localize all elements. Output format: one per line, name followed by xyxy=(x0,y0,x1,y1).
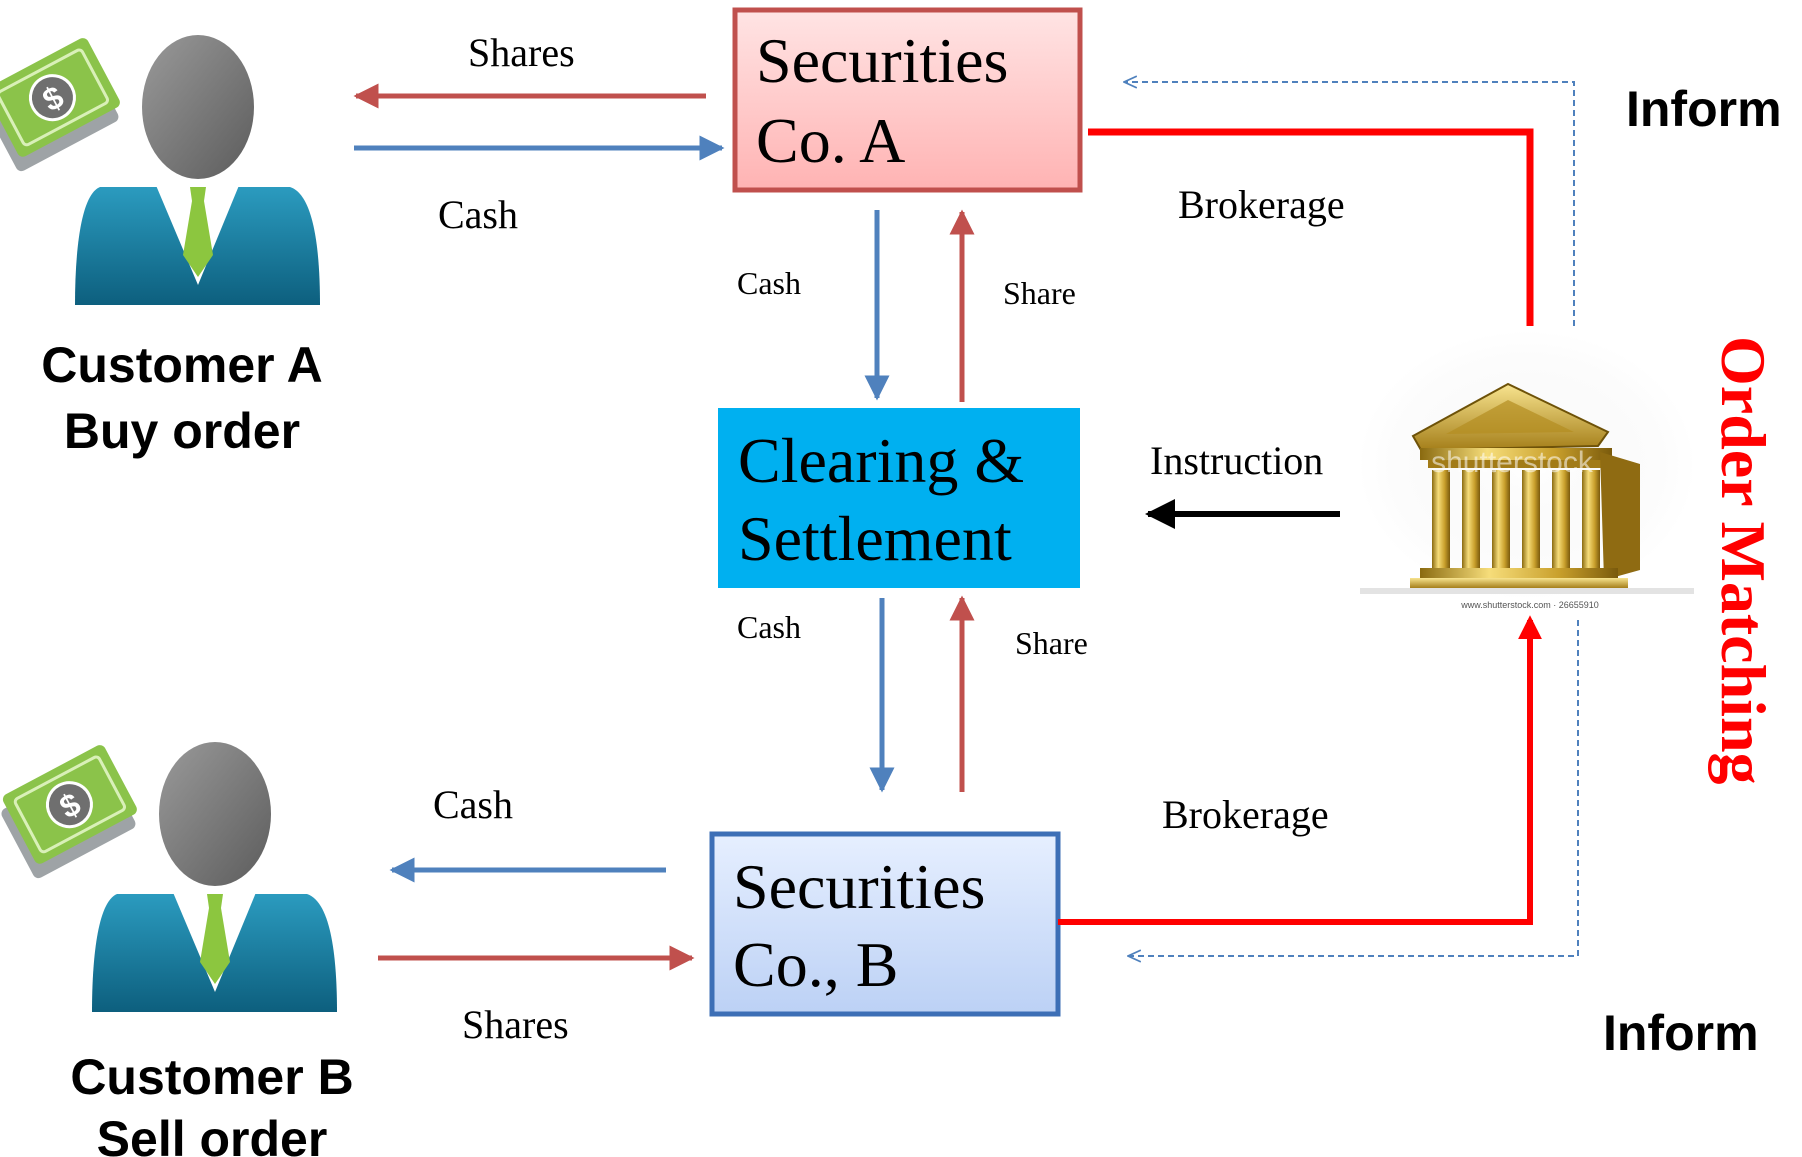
inform-line-bottom xyxy=(1128,620,1579,956)
brokerage-line-bottom xyxy=(1058,615,1542,925)
customer-a-name: Customer A xyxy=(41,337,323,393)
cash-bottom-label: Cash xyxy=(433,782,513,827)
cash-mid-top-label: Cash xyxy=(737,265,801,301)
customer-a-order: Buy order xyxy=(64,403,300,459)
securities-co-b-box: Securities Co., B xyxy=(709,831,1061,1017)
securities-co-a-line1: Securities xyxy=(756,25,1008,96)
shares-bottom-label: Shares xyxy=(462,1002,569,1047)
securities-co-b-line1: Securities xyxy=(733,851,985,922)
customer-b-order: Sell order xyxy=(97,1111,328,1157)
exchange-watermark: shutterstock xyxy=(1431,446,1594,479)
inform-top-label: Inform xyxy=(1626,81,1782,137)
cash-mid-bottom-label: Cash xyxy=(737,609,801,645)
inform-bottom-label: Inform xyxy=(1603,1005,1759,1061)
brokerage-bottom-label: Brokerage xyxy=(1162,792,1329,837)
customer-b-icon xyxy=(0,740,339,1014)
customer-a-icon xyxy=(0,33,322,307)
inform-line-top xyxy=(1124,82,1575,326)
shares-top-label: Shares xyxy=(468,30,575,75)
share-mid-bottom-label: Share xyxy=(1015,625,1088,661)
clearing-line1: Clearing & xyxy=(738,425,1024,496)
share-mid-top-label: Share xyxy=(1003,275,1076,311)
securities-co-b-line2: Co., B xyxy=(733,929,898,1000)
exchange-building-icon: shutterstock www.shutterstock.com · 2665… xyxy=(1358,330,1696,610)
cash-top-label: Cash xyxy=(438,192,518,237)
securities-co-a-line2: Co. A xyxy=(756,105,905,176)
exchange-credit: www.shutterstock.com · 26655910 xyxy=(1460,600,1599,610)
brokerage-top-label: Brokerage xyxy=(1178,182,1345,227)
customer-b-name: Customer B xyxy=(70,1049,353,1105)
order-matching-label: Order Matching xyxy=(1708,336,1779,785)
brokerage-line-top xyxy=(1088,128,1534,326)
securities-co-a-box: Securities Co. A xyxy=(732,7,1083,193)
instruction-label: Instruction xyxy=(1150,438,1323,483)
clearing-settlement-box: Clearing & Settlement xyxy=(718,408,1080,588)
clearing-line2: Settlement xyxy=(738,503,1012,574)
